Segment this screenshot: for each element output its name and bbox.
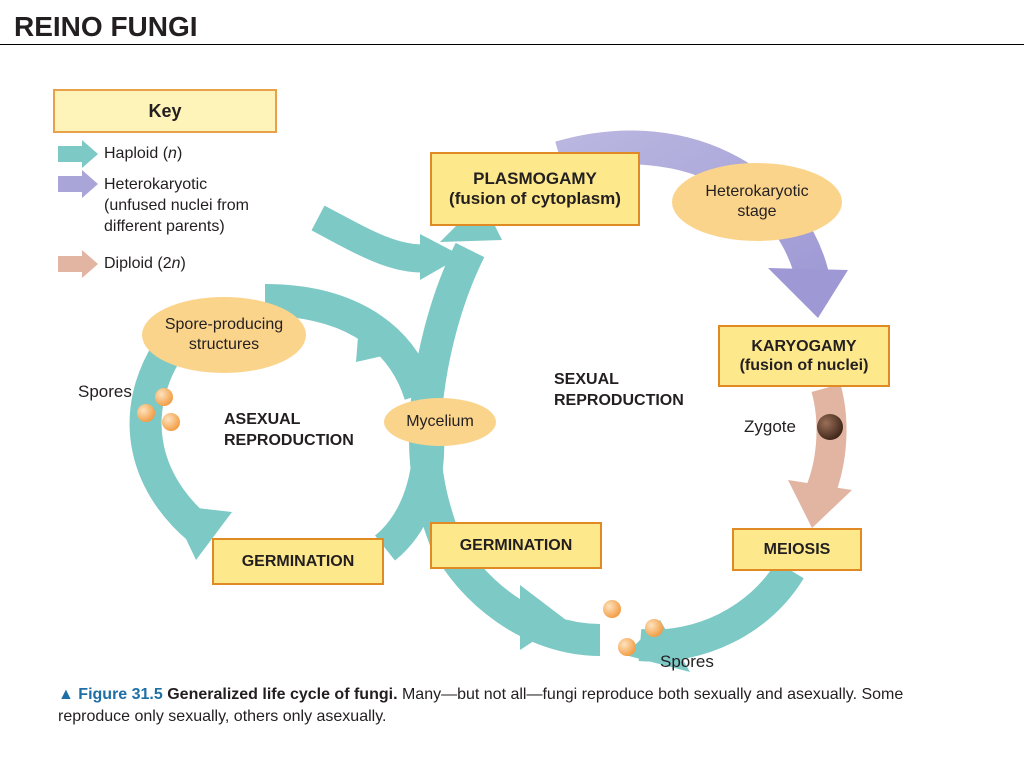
key-diploid-close: ) bbox=[180, 255, 186, 272]
karyogamy-title: KARYOGAMY bbox=[751, 337, 857, 355]
heterokaryotic-stage-oval: Heterokaryotic stage bbox=[672, 163, 842, 241]
spore-structures-line1: Spore-producing bbox=[164, 316, 284, 333]
key-heterokaryotic-line3: different parents) bbox=[104, 217, 225, 235]
karyogamy-subtitle: (fusion of nuclei) bbox=[739, 357, 869, 374]
spores-asexual-label: Spores bbox=[78, 382, 132, 401]
key-diploid-arrow bbox=[58, 250, 98, 278]
page-title: REINO FUNGI bbox=[14, 11, 198, 42]
mycelium-oval: Mycelium bbox=[384, 398, 496, 446]
asexual-reproduction-line1: ASEXUAL bbox=[224, 411, 301, 428]
key-title: Key bbox=[53, 89, 277, 133]
caption-text: Many—but not all—fungi reproduce both se… bbox=[58, 686, 904, 725]
key-heterokaryotic-arrow bbox=[58, 170, 98, 198]
arrowhead-asexual-germination bbox=[170, 505, 232, 560]
spore-structures-line2: structures bbox=[188, 336, 260, 353]
arrowhead-meiosis bbox=[788, 480, 852, 528]
plasmogamy-title: PLASMOGAMY bbox=[473, 168, 597, 188]
arrow-asexual-left bbox=[129, 341, 211, 543]
title-divider bbox=[0, 44, 1024, 45]
germination-asexual-box: GERMINATION bbox=[212, 538, 384, 585]
key-haploid-close: ) bbox=[176, 145, 183, 162]
zygote-label: Zygote bbox=[744, 417, 796, 436]
sexual-reproduction-label: SEXUAL REPRODUCTION bbox=[554, 370, 684, 412]
spore bbox=[618, 638, 636, 656]
sexual-reproduction-line2: REPRODUCTION bbox=[554, 391, 684, 409]
figure-caption: ▲ Figure 31.5 Generalized life cycle of … bbox=[58, 684, 958, 727]
spore bbox=[603, 600, 621, 618]
arrow-diploid bbox=[805, 383, 847, 498]
zygote-icon bbox=[817, 414, 843, 440]
arrowhead-sexual-germination bbox=[520, 585, 566, 650]
key-haploid-arrow bbox=[58, 140, 98, 168]
heterokaryotic-stage-line1: Heterokaryotic bbox=[705, 183, 809, 200]
key-diploid-symbol: n bbox=[171, 255, 181, 272]
germination-sexual-box: GERMINATION bbox=[430, 522, 602, 569]
arrowhead-asexual-up bbox=[356, 312, 400, 362]
caption-figure-number: Figure 31.5 bbox=[78, 686, 163, 703]
arrow-incoming-haploid bbox=[311, 205, 432, 273]
sexual-reproduction-line1: SEXUAL bbox=[554, 371, 619, 388]
meiosis-box: MEIOSIS bbox=[732, 528, 862, 571]
plasmogamy-subtitle: (fusion of cytoplasm) bbox=[449, 189, 621, 208]
heterokaryotic-stage-line2: stage bbox=[737, 203, 777, 220]
key-heterokaryotic-line2: (unfused nuclei from bbox=[104, 196, 249, 214]
arrowhead-incoming bbox=[420, 234, 462, 280]
key-diploid-label: Diploid (2 bbox=[104, 255, 172, 272]
key-haploid-symbol: n bbox=[168, 145, 177, 162]
spore bbox=[155, 388, 173, 406]
arrow-asexual-germination-to-mycelium bbox=[374, 438, 445, 561]
spores-sexual-label: Spores bbox=[660, 652, 714, 671]
spore bbox=[137, 404, 155, 422]
arrowhead-spores bbox=[625, 620, 690, 672]
spore-structures-oval: Spore-producing structures bbox=[142, 297, 306, 373]
key-haploid-label: Haploid ( bbox=[104, 145, 169, 162]
asexual-reproduction-line2: REPRODUCTION bbox=[224, 431, 354, 449]
spore bbox=[645, 619, 663, 637]
caption-title: Generalized life cycle of fungi. bbox=[167, 686, 398, 703]
arrow-mycelium-to-plasmogamy bbox=[409, 242, 485, 422]
plasmogamy-box: PLASMOGAMY (fusion of cytoplasm) bbox=[430, 152, 640, 226]
caption-marker-icon: ▲ bbox=[58, 686, 74, 703]
karyogamy-box: KARYOGAMY (fusion of nuclei) bbox=[718, 325, 890, 387]
key-heterokaryotic-line1: Heterokaryotic bbox=[104, 176, 208, 193]
asexual-reproduction-label: ASEXUAL REPRODUCTION bbox=[224, 410, 354, 452]
arrowhead-karyogamy bbox=[768, 268, 848, 318]
spore bbox=[162, 413, 180, 431]
